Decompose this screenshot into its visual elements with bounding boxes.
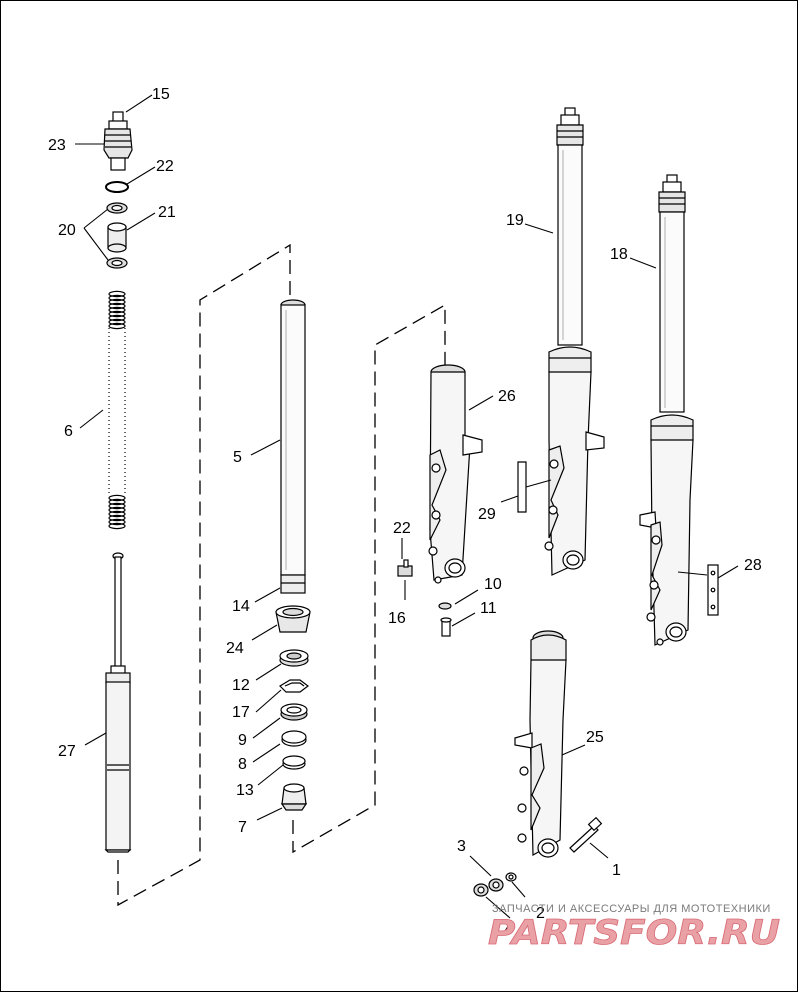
spring-coil bbox=[108, 502, 126, 510]
spring-coil bbox=[108, 290, 126, 298]
callout-label: 10 bbox=[484, 576, 502, 593]
callout-label: 15 bbox=[152, 86, 170, 103]
spring-coil bbox=[108, 506, 126, 514]
axle-nuts bbox=[473, 872, 517, 897]
fork-assembly-complete-a bbox=[544, 107, 605, 576]
callout-label: 14 bbox=[232, 598, 250, 615]
fork-cap-assembly bbox=[103, 111, 133, 269]
callout-label: 6 bbox=[64, 423, 73, 440]
leader-lines bbox=[75, 94, 739, 919]
callout-label: 3 bbox=[457, 838, 466, 855]
callout-label: 25 bbox=[586, 729, 604, 746]
damper-rod bbox=[104, 552, 132, 853]
spring-coil bbox=[108, 318, 126, 326]
callout-label: 29 bbox=[478, 506, 496, 523]
spring-coil bbox=[108, 302, 126, 310]
callout-label: 24 bbox=[226, 640, 244, 657]
watermark-logo: PARTSFOR.RU bbox=[488, 913, 780, 953]
callout-label: 11 bbox=[480, 600, 497, 617]
watermark-tagline: ЗАПЧАСТИ И АКСЕССУАРЫ ДЛЯ МОТОТЕХНИКИ bbox=[492, 903, 771, 915]
callout-label: 22 bbox=[393, 520, 411, 537]
callout-label: 28 bbox=[744, 557, 762, 574]
pinch-bolt bbox=[569, 816, 603, 853]
callout-label: 4 bbox=[505, 920, 514, 937]
fork-tube bbox=[280, 299, 306, 594]
spring-coil bbox=[108, 314, 126, 322]
callout-label: 1 bbox=[612, 862, 621, 879]
fork-spring bbox=[108, 290, 126, 530]
spring-coil bbox=[108, 514, 126, 522]
callout-label: 19 bbox=[506, 212, 524, 229]
callout-label: 27 bbox=[58, 743, 76, 760]
bleed-screw bbox=[397, 559, 413, 577]
spring-coil bbox=[108, 298, 126, 306]
callout-label: 12 bbox=[232, 677, 250, 694]
callout-label: 16 bbox=[388, 610, 406, 627]
callout-label: 26 bbox=[498, 388, 516, 405]
fork-slider-lower bbox=[514, 630, 567, 858]
callout-label: 23 bbox=[48, 137, 66, 154]
callout-label: 22 bbox=[156, 158, 174, 175]
callout-label: 18 bbox=[610, 246, 628, 263]
callout-label: 9 bbox=[238, 732, 247, 749]
callout-label: 5 bbox=[233, 449, 242, 466]
watermark: ЗАПЧАСТИ И АКСЕССУАРЫ ДЛЯ МОТОТЕХНИКИ PA… bbox=[488, 903, 781, 953]
spring-coil bbox=[108, 510, 126, 518]
fork-assembly-complete-b bbox=[639, 174, 694, 646]
callout-label: 13 bbox=[236, 782, 254, 799]
spring-coil bbox=[108, 322, 126, 330]
spring-coil bbox=[108, 494, 126, 502]
fork-slider-bare bbox=[428, 364, 483, 584]
reflector-plate-right bbox=[707, 564, 719, 616]
seal-stack bbox=[275, 605, 311, 811]
callout-label: 7 bbox=[238, 819, 247, 836]
spring-coil bbox=[108, 306, 126, 314]
callout-labels: 1234567891011121314151617181920212222232… bbox=[48, 86, 762, 937]
callout-label: 20 bbox=[58, 222, 76, 239]
callout-label: 8 bbox=[238, 756, 247, 773]
spring-coil bbox=[108, 294, 126, 302]
assembly-guide-lines bbox=[117, 243, 446, 907]
callout-label: 17 bbox=[232, 704, 250, 721]
spring-coil bbox=[108, 498, 126, 506]
spring-coil bbox=[108, 522, 126, 530]
drain-bolt bbox=[438, 602, 452, 637]
spring-coil bbox=[108, 310, 126, 318]
spring-coil bbox=[108, 518, 126, 526]
callout-label: 2 bbox=[536, 905, 545, 922]
reflector-plate-left bbox=[517, 461, 527, 513]
callout-label: 21 bbox=[158, 204, 176, 221]
